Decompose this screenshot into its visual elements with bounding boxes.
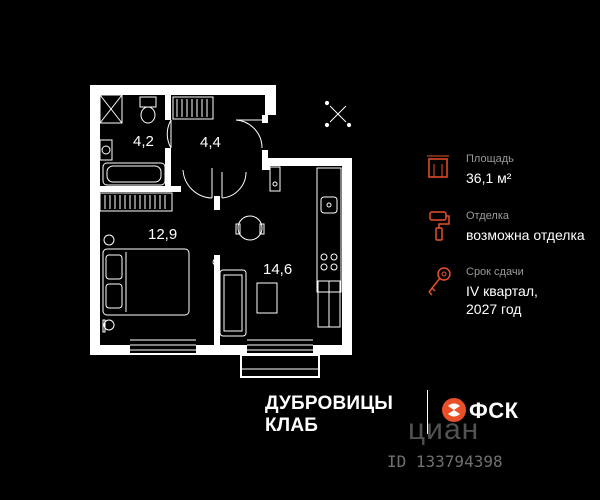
windows bbox=[130, 338, 313, 353]
developer-logo-text: ФСК bbox=[469, 398, 519, 423]
spec-finish-value: возможна отделка bbox=[466, 227, 585, 243]
spec-finish-label: Отделка bbox=[466, 210, 509, 222]
spec-area-label: Площадь bbox=[466, 153, 514, 165]
watermark-logo: циан bbox=[408, 413, 480, 446]
room-area-kitchen-living: 14,6 bbox=[263, 261, 292, 278]
room-area-bedroom: 12,9 bbox=[148, 226, 177, 243]
interior-walls bbox=[100, 95, 268, 345]
spec-area-value: 36,1 м² bbox=[466, 170, 512, 186]
key-icon bbox=[428, 267, 451, 296]
project-name: ДУБРОВИЦЫ КЛАБ bbox=[265, 393, 393, 437]
hall-wardrobe bbox=[172, 96, 214, 120]
area-plan-icon bbox=[427, 155, 449, 178]
room-area-hall: 4,4 bbox=[200, 134, 221, 151]
kitchen-furniture bbox=[212, 166, 342, 337]
doors bbox=[166, 119, 263, 199]
brand-divider bbox=[427, 390, 428, 434]
bathroom-fixtures bbox=[99, 94, 166, 186]
compass-icon bbox=[324, 100, 352, 128]
spec-deadline-label: Срок сдачи bbox=[466, 266, 524, 278]
bedroom-furniture bbox=[99, 192, 190, 333]
fsk-logo-icon bbox=[442, 398, 466, 422]
paint-roller-icon bbox=[429, 211, 450, 241]
project-name-line2: КЛАБ bbox=[265, 415, 319, 436]
spec-deadline-value-line1: IV квартал, bbox=[466, 283, 538, 299]
room-area-bathroom: 4,2 bbox=[133, 133, 154, 150]
spec-deadline-value-line2: 2027 год bbox=[466, 301, 522, 317]
balcony bbox=[240, 354, 320, 378]
project-name-line1: ДУБРОВИЦЫ bbox=[265, 393, 394, 414]
watermark-listing-id: ID 133794398 bbox=[387, 452, 503, 471]
